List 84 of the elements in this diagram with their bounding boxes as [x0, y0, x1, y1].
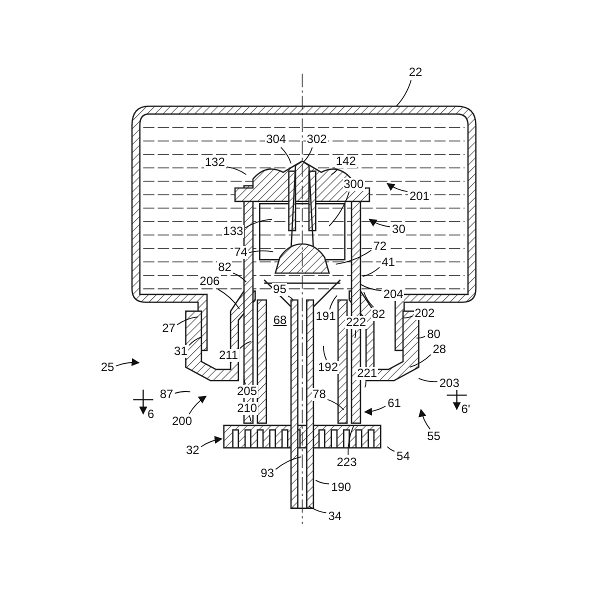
leader-line	[360, 284, 382, 291]
callout-number: 74	[233, 246, 248, 260]
leader-line	[330, 168, 338, 175]
callout-number: 82	[217, 260, 232, 274]
leader-line	[302, 146, 313, 163]
leader-line	[248, 415, 252, 422]
callout-number: 55	[426, 430, 442, 444]
callout-number: 304	[265, 133, 288, 146]
callout-number: 204	[382, 288, 404, 301]
callout-number: 202	[414, 306, 436, 320]
leader-line	[176, 316, 199, 326]
leader-line	[328, 191, 350, 227]
leader-line	[335, 250, 372, 265]
callout-number: 54	[396, 450, 411, 464]
leader-line	[362, 266, 380, 277]
leader-arrow	[418, 408, 431, 430]
callout-number: 133	[222, 225, 244, 238]
leader-line	[409, 354, 432, 368]
callout-number: 30	[391, 223, 406, 236]
leader-line	[188, 336, 202, 346]
leader-arrow	[115, 358, 140, 366]
callout-number: 206	[198, 275, 221, 288]
callout-number: 132	[204, 156, 226, 169]
callout-number: 200	[171, 415, 194, 428]
leader-arrow	[364, 406, 386, 416]
callout-number: 31	[173, 344, 188, 358]
callout-number: 25	[100, 360, 116, 374]
leader-line	[402, 315, 414, 318]
callout-number: 32	[184, 444, 200, 457]
leader-line	[174, 391, 191, 394]
leader-arrow	[386, 182, 408, 192]
leader-line	[363, 292, 374, 308]
leader-line	[354, 330, 356, 339]
leader-line	[248, 250, 274, 254]
callout-number: 300	[342, 178, 365, 191]
callout-number: 95	[272, 282, 288, 296]
leader-line	[315, 480, 330, 484]
leader-line	[288, 296, 294, 300]
section-number: 6'	[460, 403, 472, 416]
callout-number: 87	[158, 388, 174, 401]
leader-line	[327, 399, 344, 410]
leader-line	[418, 378, 438, 382]
callout-number: 302	[306, 133, 328, 146]
callout-number: 203	[438, 377, 460, 390]
callout-number: 223	[336, 456, 358, 469]
callout-number: 190	[330, 480, 352, 494]
leader-line	[348, 425, 354, 456]
callout-number: 80	[426, 328, 442, 342]
callout-number: 210	[236, 402, 258, 415]
leader-line	[232, 272, 247, 283]
leader-line	[308, 506, 327, 514]
leader-line	[386, 446, 395, 452]
callout-number: 82	[370, 308, 386, 322]
callout-number: 27	[161, 322, 176, 334]
leader-line	[280, 146, 292, 164]
leader-line	[329, 295, 338, 310]
leader-line	[240, 341, 252, 349]
leader-arrow	[200, 436, 223, 448]
leader-line	[396, 80, 412, 107]
leader-line	[275, 456, 302, 470]
leader-line	[364, 380, 366, 388]
callout-number: 142	[334, 155, 357, 168]
callout-number: 28	[432, 343, 448, 356]
leader-line	[217, 288, 240, 310]
callout-number: 78	[312, 388, 327, 401]
callout-number: 192	[317, 361, 340, 374]
callout-number: 211	[218, 349, 240, 362]
callout-number: 222	[345, 316, 368, 330]
callout-number: 34	[327, 510, 343, 523]
callout-number: 191	[314, 310, 337, 324]
callout-number: 93	[260, 467, 276, 480]
leader-line	[226, 166, 247, 175]
leader-line	[323, 345, 327, 360]
leader-arrow	[188, 396, 207, 415]
section-number: 6	[146, 408, 156, 421]
part-number: 68	[272, 314, 288, 327]
leader-line	[416, 336, 426, 339]
callout-number: 61	[386, 397, 402, 410]
leader-line	[244, 376, 246, 385]
callout-number: 201	[408, 190, 430, 203]
callout-number: 221	[356, 367, 378, 380]
callout-number: 205	[236, 385, 258, 398]
leader-line	[244, 218, 272, 228]
leader-arrow	[368, 218, 390, 228]
